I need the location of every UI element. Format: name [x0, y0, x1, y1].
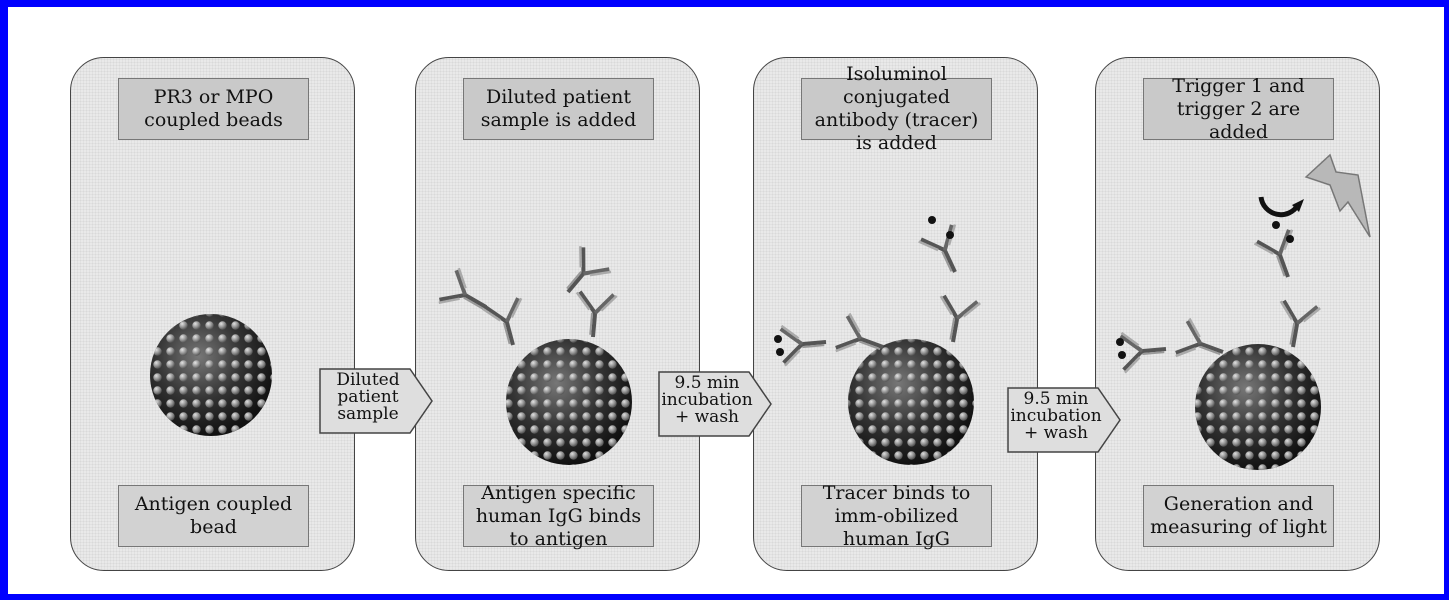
bead-2	[506, 339, 632, 465]
arrow-2-line-3: + wash	[658, 409, 756, 426]
bead-4	[1195, 344, 1321, 470]
arrow-3-label: 9.5 min incubation + wash	[1007, 391, 1105, 442]
bead-1	[150, 314, 272, 436]
bead-3	[848, 339, 974, 465]
arrow-2-label: 9.5 min incubation + wash	[658, 375, 756, 426]
process-arrow-2: 9.5 min incubation + wash	[658, 371, 773, 437]
arrow-3-line-3: + wash	[1007, 425, 1105, 442]
diagram-artwork	[8, 7, 1444, 594]
human-igg-2	[438, 245, 617, 350]
arrow-1-label: Diluted patient sample	[319, 372, 417, 423]
process-arrow-1: Diluted patient sample	[319, 368, 434, 434]
process-arrow-3: 9.5 min incubation + wash	[1007, 387, 1122, 453]
arrow-1-line-3: sample	[319, 406, 417, 423]
diagram-sheet: PR3 or MPO coupled beads Antigen coupled…	[8, 7, 1444, 594]
